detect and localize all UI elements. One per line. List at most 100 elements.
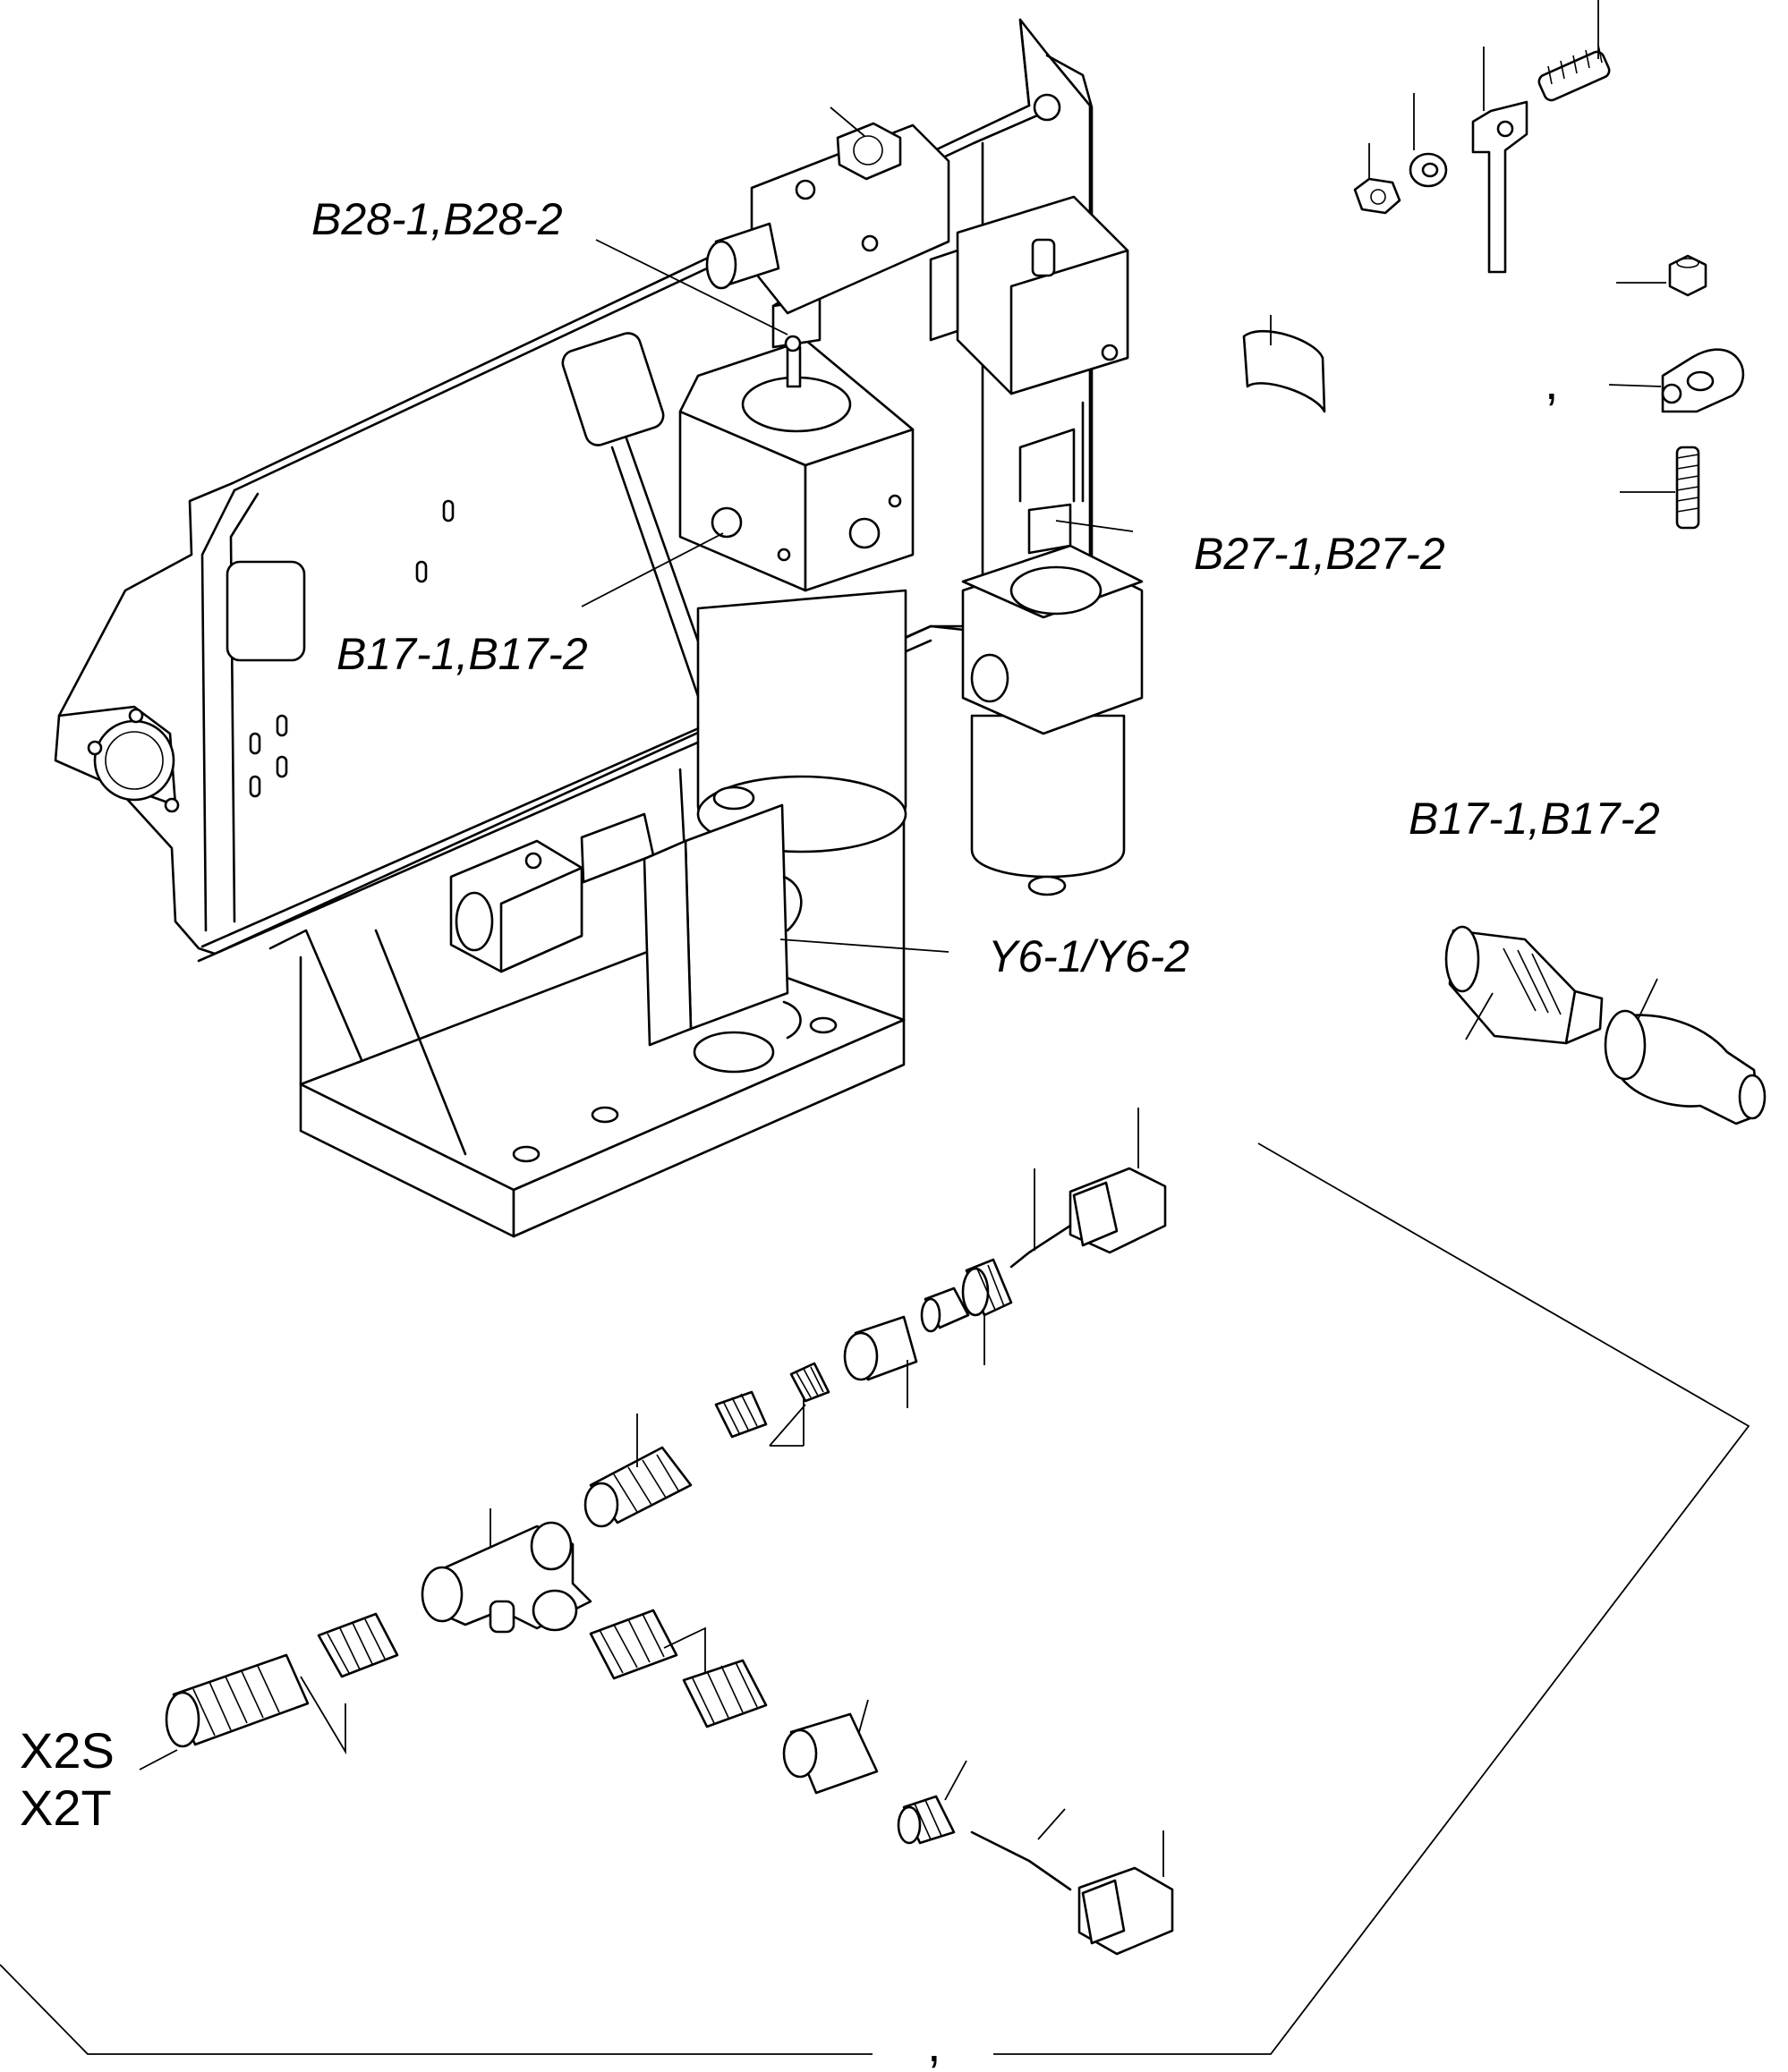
central-filter (678, 338, 915, 853)
leader-b17-boot (1637, 978, 1658, 1021)
solenoid-wire (782, 875, 803, 1040)
right-valve-port (1101, 344, 1119, 361)
clip-bracket (1471, 47, 1528, 274)
spring-lower (682, 1659, 768, 1728)
nut-harness-top (920, 1287, 970, 1333)
solenoid-body (684, 803, 789, 1031)
t-junction (421, 1508, 592, 1634)
label-x2t: X2T (20, 1779, 112, 1836)
label-b17-detail: B17-1,B17-2 (1409, 794, 1660, 844)
solenoid-knob (712, 785, 755, 811)
corrugated-sleeve-left (165, 1653, 310, 1748)
nut-harness-lower (897, 1760, 967, 1845)
leader-b17-main (581, 532, 724, 607)
b17-sensor-end (1444, 925, 1480, 993)
switch-b28-stem (786, 345, 802, 388)
flange-bolt-3 (128, 708, 144, 724)
plate-window-top (561, 332, 665, 446)
web-left (299, 929, 467, 1156)
plate-top-edge (1018, 18, 1031, 107)
right-filter-port (970, 653, 1009, 703)
hose-sleeve (1242, 315, 1326, 413)
b27-tube (1018, 428, 1076, 503)
leader-wire-lower (1037, 1808, 1066, 1840)
label-b27: B27-1,B27-2 (1194, 529, 1445, 579)
label-b17-main: B17-1,B17-2 (336, 629, 588, 679)
manifold-bolt-1 (795, 179, 816, 200)
plate-side-rim-2 (229, 492, 260, 923)
label-y6: Y6-1/Y6-2 (988, 931, 1189, 981)
stud-top (1537, 0, 1611, 102)
leader-top (830, 106, 865, 137)
manifold-bolt-2 (861, 234, 879, 252)
label-b28: B28-1,B28-2 (311, 194, 563, 244)
right-valve-cap (1031, 238, 1056, 277)
spring-top-a (789, 1362, 830, 1403)
b17-boot (1613, 1014, 1761, 1125)
filter-bolt-1 (777, 548, 791, 562)
labels: B28-1,B28-2 B17-1,B17-2 B27-1,B27-2 B17-… (20, 194, 1660, 2072)
flange-hole (93, 719, 175, 802)
right-filter-bore (1009, 565, 1103, 616)
base-side (512, 1018, 906, 1238)
flange-hole-inner (105, 731, 164, 790)
b17-sensor-pins (1564, 989, 1604, 1045)
left-valve-tube (580, 812, 655, 884)
right-valve-mount (929, 249, 959, 342)
right-filter-bowl (970, 714, 1126, 879)
manifold-hex (836, 122, 902, 181)
slot-holes (249, 499, 455, 798)
base-hole-3 (809, 1016, 838, 1034)
leader-lines (581, 106, 1134, 953)
grommet-top (961, 1258, 1013, 1365)
left-valve-port (455, 891, 494, 952)
harness-assembly (139, 1108, 1174, 1956)
t-junction-port-top (530, 1521, 573, 1571)
hardware-parts (1242, 0, 1745, 530)
spring-top-b (714, 1390, 768, 1439)
right-valve (929, 195, 1129, 395)
manifold-hex-inner (853, 135, 883, 166)
washer (1409, 93, 1448, 188)
solenoid-y6 (643, 785, 803, 1074)
top-manifold (705, 122, 950, 315)
filter-port-1 (711, 506, 743, 539)
sleeve-lower (782, 1699, 879, 1795)
mark-mid: , (1545, 353, 1559, 410)
filter-port-2 (848, 517, 881, 549)
right-filter-tip (1027, 875, 1067, 896)
switch-b28-cap (784, 335, 802, 352)
detail-b17 (1444, 925, 1767, 1125)
solenoid-side (643, 839, 693, 1047)
left-valve-front (499, 866, 583, 973)
connector-lower-latch (1081, 1879, 1126, 1945)
leader-b27 (1055, 520, 1134, 532)
t-junction-port-left (421, 1566, 464, 1623)
stud-right (1620, 446, 1700, 530)
detail-frame (0, 1142, 1750, 2055)
label-x2s: X2S (20, 1722, 115, 1779)
plate-window-left (226, 560, 306, 662)
spring-left (317, 1612, 399, 1678)
b17-boot-mouth (1604, 1009, 1647, 1081)
mark-bottom: , (927, 2016, 941, 2072)
leader-left-parts (139, 1676, 346, 1771)
leader-b28 (595, 239, 788, 335)
solenoid-coil-end (693, 1031, 775, 1074)
right-filter (961, 401, 1144, 896)
t-junction-port-bottom (532, 1589, 578, 1632)
right-valve-front (1009, 249, 1129, 395)
leader-y6 (779, 938, 949, 953)
flange-left (57, 705, 177, 807)
plate-side-rim (200, 488, 236, 932)
leader-springs (769, 1397, 806, 1447)
p-clamp (1608, 348, 1745, 413)
leader-lower-sleeves (663, 1626, 706, 1682)
corrugated-sleeve-upper (583, 1414, 693, 1528)
b17-boot-tip (1738, 1074, 1767, 1120)
connector-top-latch (1072, 1181, 1119, 1247)
corrugated-sleeve-lower (589, 1609, 678, 1680)
nut-top (1353, 143, 1401, 215)
flange-bolt-1 (87, 740, 103, 756)
